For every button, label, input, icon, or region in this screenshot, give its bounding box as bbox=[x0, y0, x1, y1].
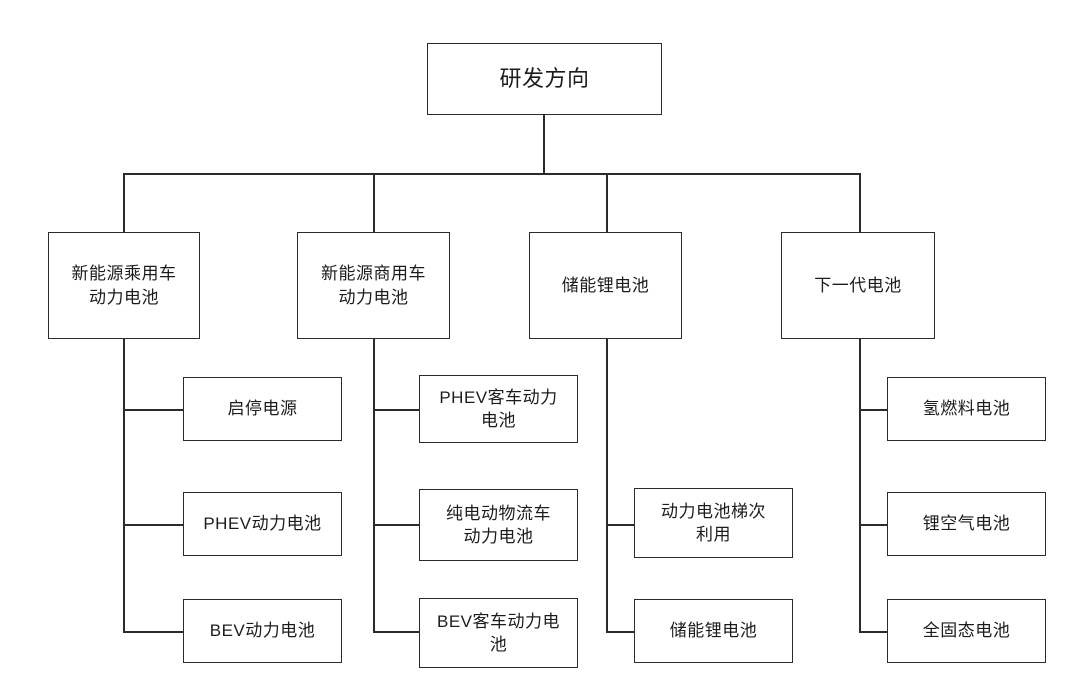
connector-branch-2-stub-3 bbox=[373, 631, 420, 633]
node-branch-4[interactable]: 下一代电池 bbox=[781, 232, 935, 339]
node-branch-2[interactable]: 新能源商用车 动力电池 bbox=[297, 232, 450, 339]
connector-bus-drop-4 bbox=[859, 173, 861, 233]
node-leaf-3-2[interactable]: 储能锂电池 bbox=[634, 599, 793, 663]
node-leaf-2-3-label: BEV客车动力电 池 bbox=[436, 611, 561, 654]
connector-branch-2-trunk bbox=[373, 339, 375, 632]
node-branch-1[interactable]: 新能源乘用车 动力电池 bbox=[48, 232, 200, 339]
node-leaf-2-2-label: 纯电动物流车 动力电池 bbox=[446, 503, 551, 546]
node-branch-4-label: 下一代电池 bbox=[814, 275, 902, 295]
node-leaf-3-1-label: 动力电池梯次 利用 bbox=[661, 501, 766, 544]
connector-branch-3-trunk bbox=[606, 339, 608, 632]
node-leaf-4-1-label: 氢燃料电池 bbox=[922, 399, 1011, 419]
connector-level1-bus bbox=[123, 173, 861, 175]
connector-branch-2-stub-2 bbox=[373, 524, 420, 526]
node-leaf-1-2[interactable]: PHEV动力电池 bbox=[183, 492, 342, 556]
connector-branch-4-stub-1 bbox=[859, 409, 889, 411]
connector-branch-1-stub-3 bbox=[123, 631, 184, 633]
node-leaf-3-2-label: 储能锂电池 bbox=[669, 621, 758, 641]
node-branch-3-label: 储能锂电池 bbox=[561, 275, 650, 295]
node-leaf-1-1[interactable]: 启停电源 bbox=[183, 377, 342, 441]
connector-branch-1-stub-1 bbox=[123, 409, 184, 411]
connector-branch-3-stub-1 bbox=[606, 524, 636, 526]
node-leaf-4-2[interactable]: 锂空气电池 bbox=[887, 492, 1046, 556]
node-leaf-2-3[interactable]: BEV客车动力电 池 bbox=[419, 598, 578, 668]
node-leaf-2-2[interactable]: 纯电动物流车 动力电池 bbox=[419, 489, 578, 561]
node-leaf-1-3[interactable]: BEV动力电池 bbox=[183, 599, 342, 663]
connector-branch-1-stub-2 bbox=[123, 524, 184, 526]
node-branch-1-label: 新能源乘用车 动力电池 bbox=[71, 264, 177, 307]
node-branch-2-label: 新能源商用车 动力电池 bbox=[321, 264, 426, 307]
node-leaf-1-1-label: 启停电源 bbox=[227, 399, 298, 419]
node-leaf-1-3-label: BEV动力电池 bbox=[209, 621, 316, 641]
node-leaf-4-3-label: 全固态电池 bbox=[922, 621, 1011, 641]
node-root[interactable]: 研发方向 bbox=[427, 43, 662, 115]
node-leaf-2-1-label: PHEV客车动力 电池 bbox=[439, 387, 558, 430]
connector-root-stem bbox=[543, 115, 545, 174]
connector-branch-4-stub-2 bbox=[859, 524, 889, 526]
node-leaf-4-1[interactable]: 氢燃料电池 bbox=[887, 377, 1046, 441]
connector-bus-drop-3 bbox=[606, 173, 608, 233]
connector-branch-1-trunk bbox=[123, 339, 125, 632]
node-leaf-3-1[interactable]: 动力电池梯次 利用 bbox=[634, 488, 793, 558]
connector-branch-3-stub-2 bbox=[606, 631, 636, 633]
node-branch-3[interactable]: 储能锂电池 bbox=[529, 232, 682, 339]
connector-branch-2-stub-1 bbox=[373, 409, 420, 411]
node-leaf-4-3[interactable]: 全固态电池 bbox=[887, 599, 1046, 663]
connector-branch-4-stub-3 bbox=[859, 631, 889, 633]
node-leaf-1-2-label: PHEV动力电池 bbox=[203, 514, 322, 534]
connector-branch-4-trunk bbox=[859, 339, 861, 632]
connector-bus-drop-2 bbox=[373, 173, 375, 233]
node-leaf-4-2-label: 锂空气电池 bbox=[922, 514, 1011, 534]
connector-bus-drop-1 bbox=[123, 173, 125, 233]
node-root-label: 研发方向 bbox=[499, 65, 590, 91]
node-leaf-2-1[interactable]: PHEV客车动力 电池 bbox=[419, 375, 578, 443]
